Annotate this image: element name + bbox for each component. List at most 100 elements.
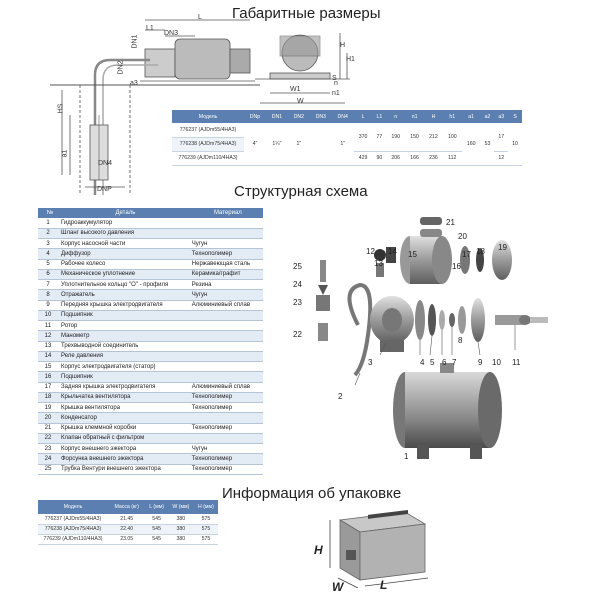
part-no: 22 (38, 433, 58, 445)
part-material (188, 371, 263, 383)
part-material: Технополимер (188, 453, 263, 465)
table-row: 776239 (AJDm110/4HA3) 429 90 206 166 236… (172, 151, 522, 166)
col-header-12: a1 (461, 110, 481, 123)
dim-label-h1: H1 (346, 56, 355, 63)
part-name: Подшипник (58, 310, 189, 322)
part-no: 8 (38, 289, 58, 301)
dim-label-a1: a1 (61, 149, 69, 158)
col-header-7: L1 (372, 110, 387, 123)
col-header-h: H (мм) (193, 500, 218, 514)
col-header-8: n (386, 110, 406, 123)
callout-20: 20 (458, 232, 467, 241)
part-name: Механическое уплотнение (58, 269, 189, 281)
part-name: Клапан обратный с фильтром (58, 433, 189, 445)
part-name: Задняя крышка электродвигателя (58, 382, 189, 393)
callout-24: 24 (293, 280, 302, 289)
exploded-view-diagram (316, 217, 548, 459)
callout-15: 15 (408, 250, 417, 259)
dim-label-hs: HS (57, 103, 65, 114)
part-material (188, 320, 263, 332)
part-name: Передняя крышка электродвигателя (58, 300, 189, 311)
callout-12: 12 (366, 247, 375, 256)
part-material (188, 351, 263, 363)
table-row: 776239 (AJDm110/4HA3) 23.05 545 380 575 (38, 534, 218, 545)
table-row: 776237 (AJDm55/4HA3) 4" 1¼" 1" 1" 370 77… (172, 123, 522, 166)
table-row: 776237 (AJDm55/4HA3) 21.45 545 380 575 (38, 514, 218, 525)
part-material: Алюминиевый сплав (188, 300, 263, 311)
dim-label-l1: L1 (146, 25, 154, 32)
part-no: 18 (38, 392, 58, 404)
part-material (188, 228, 263, 240)
part-no: 15 (38, 361, 58, 373)
col-header-2: DN1 (265, 110, 288, 123)
front-view-drawing (255, 33, 350, 104)
part-material (188, 412, 263, 424)
part-material: Технополимер (188, 464, 263, 475)
dim-label-a3: a3 (130, 80, 138, 87)
callout-11: 11 (512, 358, 521, 367)
part-no: 10 (38, 310, 58, 322)
part-no: 11 (38, 320, 58, 332)
col-header-9: n1 (405, 110, 425, 123)
box-label-h: H (314, 543, 323, 557)
part-name: Рабочее колесо (58, 259, 189, 270)
box-label-w: W (332, 580, 344, 594)
part-no: 25 (38, 464, 58, 475)
callout-7: 7 (452, 358, 457, 367)
part-name: Крышка клеммной коробки (58, 423, 189, 434)
part-material: Алюминиевый сплав (188, 382, 263, 393)
part-material (188, 433, 263, 445)
callout-9: 9 (478, 358, 483, 367)
part-no: 16 (38, 371, 58, 383)
part-material (188, 341, 263, 352)
part-name: Трехвыводной соединитель (58, 341, 189, 352)
part-no: 17 (38, 382, 58, 393)
structure-title: Структурная схема (234, 183, 368, 200)
callout-19: 19 (498, 243, 507, 252)
dim-label-l: L (198, 14, 202, 21)
part-no: 23 (38, 443, 58, 455)
part-name: Реле давления (58, 351, 189, 363)
part-material: Нержавеющая сталь (188, 259, 263, 270)
callout-4: 4 (420, 358, 425, 367)
part-name: Форсунка внешнего эжектора (58, 453, 189, 465)
part-name: Шланг высокого давления (58, 228, 189, 240)
dim-label-s: S (332, 75, 337, 82)
dimensions-title: Габаритные размеры (232, 5, 381, 22)
part-material (188, 330, 263, 342)
part-material: Чугун (188, 238, 263, 250)
part-material: Резина (188, 279, 263, 291)
col-header-part: Деталь (58, 208, 189, 218)
part-name: Трубка Вентури внешнего эжектора (58, 464, 189, 475)
callout-22: 22 (293, 330, 302, 339)
table-row: 776238 (AJDm75/4HA3) 22.40 545 380 575 (38, 524, 218, 535)
part-material: Чугун (188, 289, 263, 301)
part-name: Корпус внешнего эжектора (58, 443, 189, 455)
col-header-3: DN2 (287, 110, 310, 123)
col-header-w: W (мм) (167, 500, 194, 514)
col-header-5: DN4 (331, 110, 354, 123)
part-material: Технополимер (188, 248, 263, 260)
part-no: 24 (38, 453, 58, 465)
part-no: 19 (38, 402, 58, 414)
part-name: Корпус электродвигателя (статор) (58, 361, 189, 373)
dim-label-dn2: DN2 (117, 60, 125, 75)
